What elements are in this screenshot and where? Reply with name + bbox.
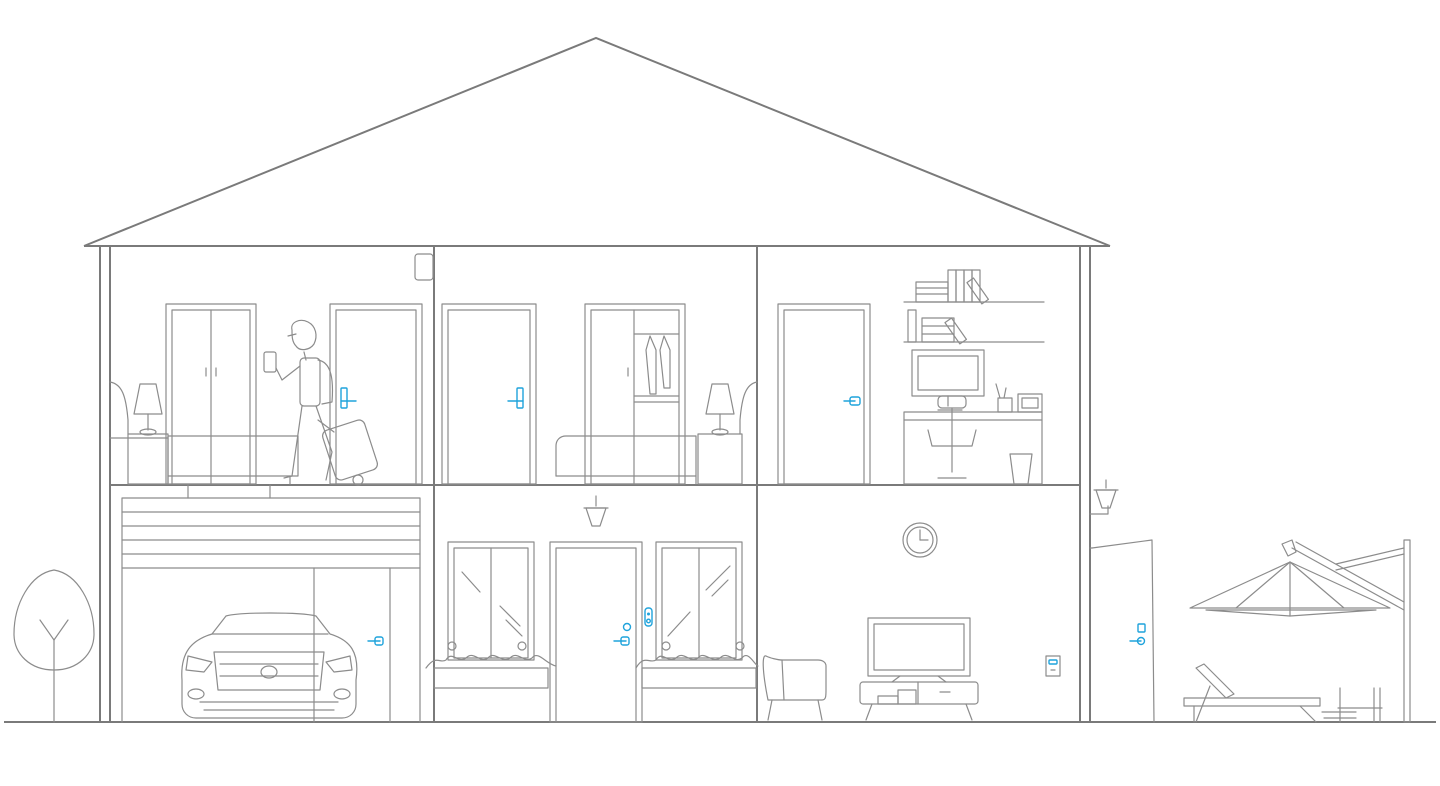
lantern-icon [583, 495, 609, 527]
car-icon [181, 612, 358, 719]
upper-middle-bedroom [441, 303, 758, 485]
tree-icon [13, 569, 95, 723]
roof [83, 36, 1111, 247]
smart-lock-front-door[interactable] [613, 622, 632, 646]
exterior [13, 479, 1411, 723]
video-doorbell-icon[interactable] [644, 607, 653, 627]
smart-lock-side-door[interactable] [1129, 623, 1146, 646]
smart-lock-upper-middle[interactable] [507, 387, 524, 409]
lounge-chair-icon [1183, 663, 1321, 723]
house-structure [4, 36, 1436, 723]
smart-deadbolt-garage[interactable] [367, 636, 384, 646]
patio-umbrella-icon [1189, 539, 1411, 723]
side-table-icon [1321, 687, 1383, 723]
upper-right-office [777, 269, 1045, 485]
lower-middle-entrance [425, 495, 759, 723]
lamp-icon [705, 383, 735, 436]
lamp-icon [133, 383, 163, 436]
person-with-luggage-icon [263, 319, 378, 486]
clock-icon [902, 522, 938, 558]
smart-lock-upper-left[interactable] [340, 387, 357, 409]
upper-left-bedroom [109, 303, 423, 499]
lantern-icon [1089, 479, 1119, 515]
smart-deadbolt-upper-right[interactable] [843, 396, 861, 406]
ac-unit [414, 253, 434, 281]
wall-switch-icon[interactable] [1045, 655, 1061, 677]
lower-left-garage [121, 497, 421, 723]
lower-right-living-room [762, 522, 1061, 721]
